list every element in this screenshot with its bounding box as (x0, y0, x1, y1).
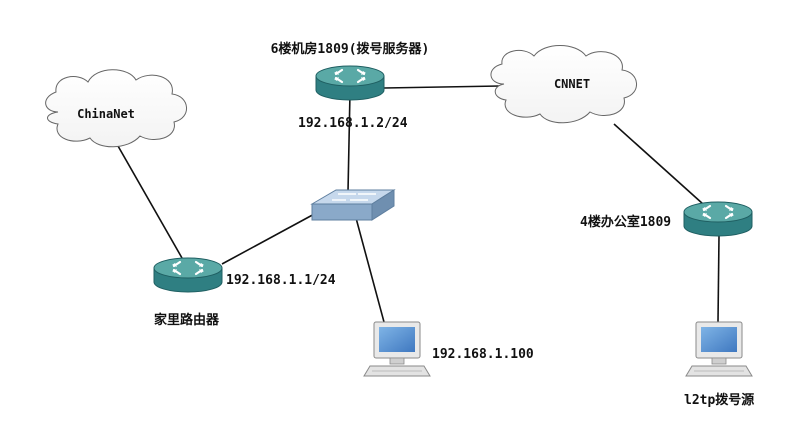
server-room-router (314, 64, 386, 102)
link-server-router-switch (347, 91, 351, 193)
link-chinanet-home-router (117, 145, 183, 259)
home-router (152, 256, 224, 294)
switch (310, 189, 396, 221)
link-cnnet-office-router (613, 123, 704, 205)
pc-computer (363, 321, 431, 377)
cnnet-cloud: CNNET (490, 45, 637, 124)
office-label: 4楼办公室1809 (580, 214, 671, 230)
chinanet-cloud: ChinaNet (45, 69, 187, 148)
link-office-router-l2tp-pc (717, 235, 720, 323)
link-switch-pc (355, 217, 385, 323)
home-router-ip-label: 192.168.1.1/24 (226, 273, 336, 288)
server-room-label: 6楼机房1809(拨号服务器) (271, 41, 430, 57)
l2tp-source-label: l2tp拨号源 (684, 392, 754, 408)
link-home-router-switch (221, 211, 319, 265)
office-router (682, 200, 754, 238)
pc-ip-label: 192.168.1.100 (432, 347, 534, 362)
link-server-router-cnnet (383, 85, 501, 89)
chinanet-label: ChinaNet (77, 107, 135, 121)
links (117, 85, 720, 323)
l2tp-pc (685, 321, 753, 377)
home-router-label: 家里路由器 (154, 312, 220, 328)
server-ip-label: 192.168.1.2/24 (298, 116, 408, 131)
cnnet-label: CNNET (554, 77, 590, 91)
